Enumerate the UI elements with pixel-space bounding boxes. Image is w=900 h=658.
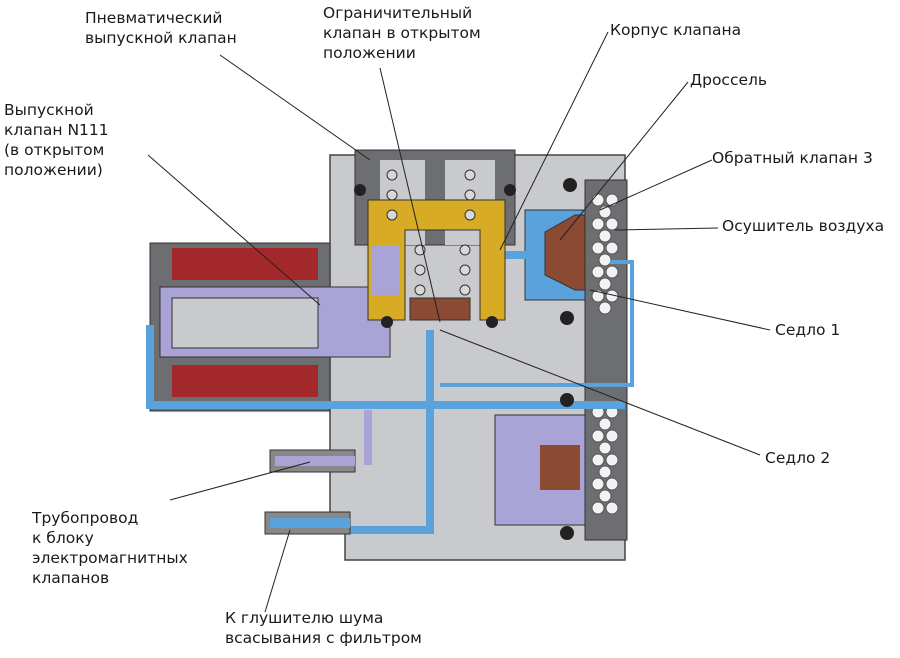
spring xyxy=(386,169,476,296)
label-seat-2: Седло 2 xyxy=(765,449,831,467)
leader-lines xyxy=(147,31,771,613)
label-check-valve-3: Обратный клапан 3 xyxy=(712,149,873,167)
label-valve-body: Корпус клапана xyxy=(610,21,742,39)
label-pneumatic-exhaust-valve: Пневматический выпускной клапан xyxy=(85,9,237,47)
label-seat-1: Седло 1 xyxy=(775,321,841,339)
label-exhaust-valve-n111: Выпускной клапан N111 (в открытом положе… xyxy=(4,101,109,179)
label-pipeline: Трубопровод к блоку электромагнитных кла… xyxy=(32,509,188,587)
label-limit-valve: Ограничительный клапан в открытом положе… xyxy=(323,4,481,62)
desiccant-beads xyxy=(591,193,619,515)
limit-valve-piston xyxy=(409,297,471,321)
coil-bottom xyxy=(172,365,318,397)
check-valve-3 xyxy=(544,214,586,291)
solenoid-core xyxy=(171,297,319,349)
label-air-dryer: Осушитель воздуха xyxy=(722,217,885,235)
coil-top xyxy=(172,248,318,280)
label-throttle: Дроссель xyxy=(690,71,768,89)
label-to-muffler: К глушителю шума всасывания с фильтром xyxy=(225,609,422,647)
